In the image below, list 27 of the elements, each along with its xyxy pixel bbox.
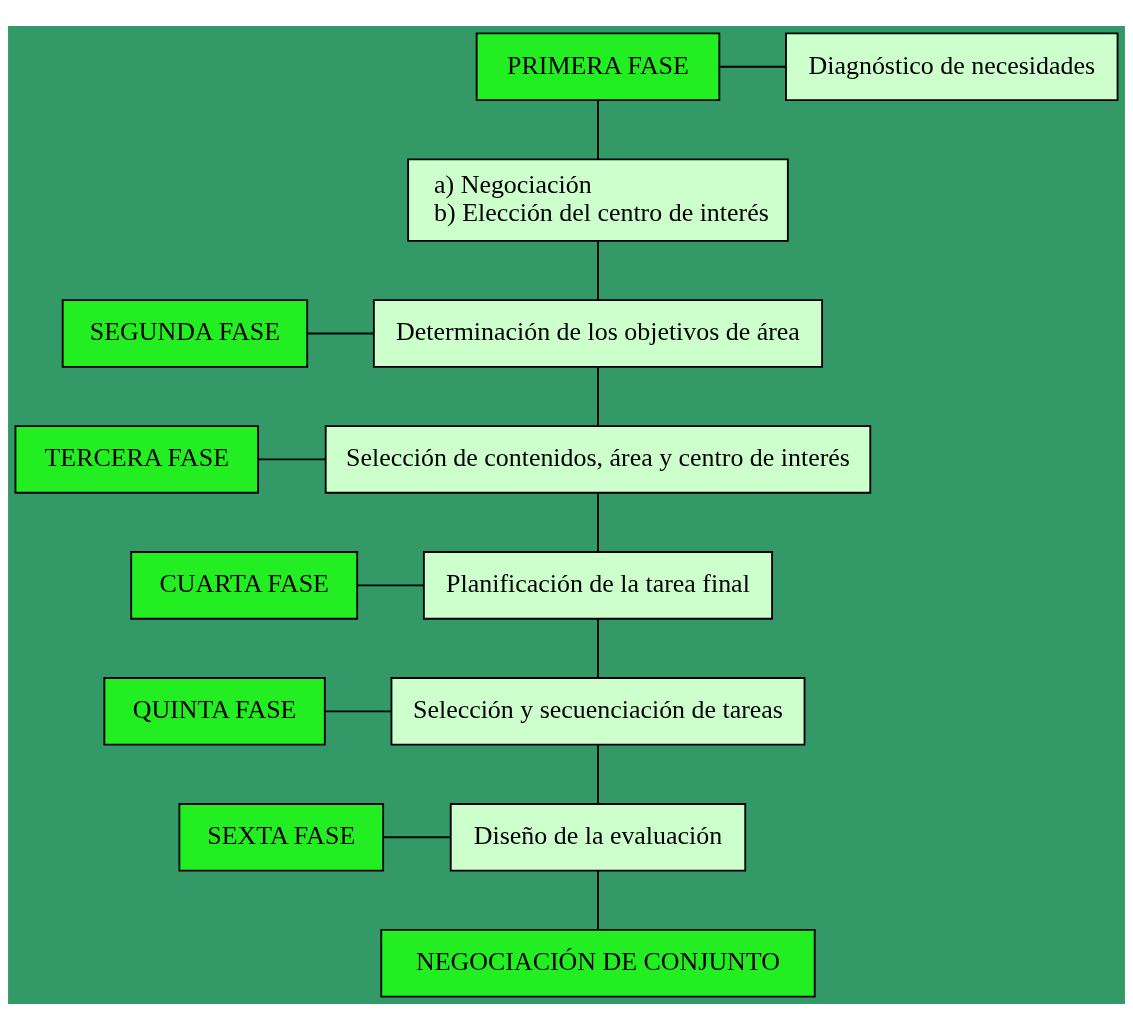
node-box: Diagnóstico de necesidades bbox=[785, 32, 1119, 101]
node-box: NEGOCIACIÓN DE CONJUNTO bbox=[380, 929, 816, 998]
connector bbox=[382, 836, 452, 839]
connector bbox=[597, 99, 599, 161]
node-box: Selección de contenidos, área y centro de interés bbox=[324, 425, 872, 494]
node-box: PRIMERA FASE bbox=[475, 32, 721, 101]
node-box: SEXTA FASE bbox=[178, 803, 385, 872]
node-box: SEGUNDA FASE bbox=[61, 299, 309, 368]
node-box: TERCERA FASE bbox=[14, 425, 260, 494]
node-box: Selección y secuenciación de tareas bbox=[390, 677, 806, 746]
connector bbox=[597, 492, 599, 553]
node-box: Diseño de la evaluación bbox=[449, 803, 747, 872]
node-box: CUARTA FASE bbox=[130, 551, 359, 620]
connector bbox=[257, 458, 327, 461]
connector bbox=[356, 584, 425, 587]
node-box: Planificación de la tarea final bbox=[422, 551, 774, 620]
connector bbox=[324, 710, 392, 713]
connector bbox=[597, 240, 599, 301]
node-box: a) Negociación b) Elección del centro de interés bbox=[407, 158, 789, 242]
node-box: QUINTA FASE bbox=[103, 677, 326, 746]
connector bbox=[597, 744, 599, 805]
connector bbox=[597, 366, 599, 427]
connector bbox=[597, 618, 599, 679]
connector bbox=[718, 65, 787, 68]
connector bbox=[597, 870, 599, 931]
node-box: Determinación de los objetivos de área bbox=[372, 299, 824, 368]
connector bbox=[306, 332, 375, 335]
